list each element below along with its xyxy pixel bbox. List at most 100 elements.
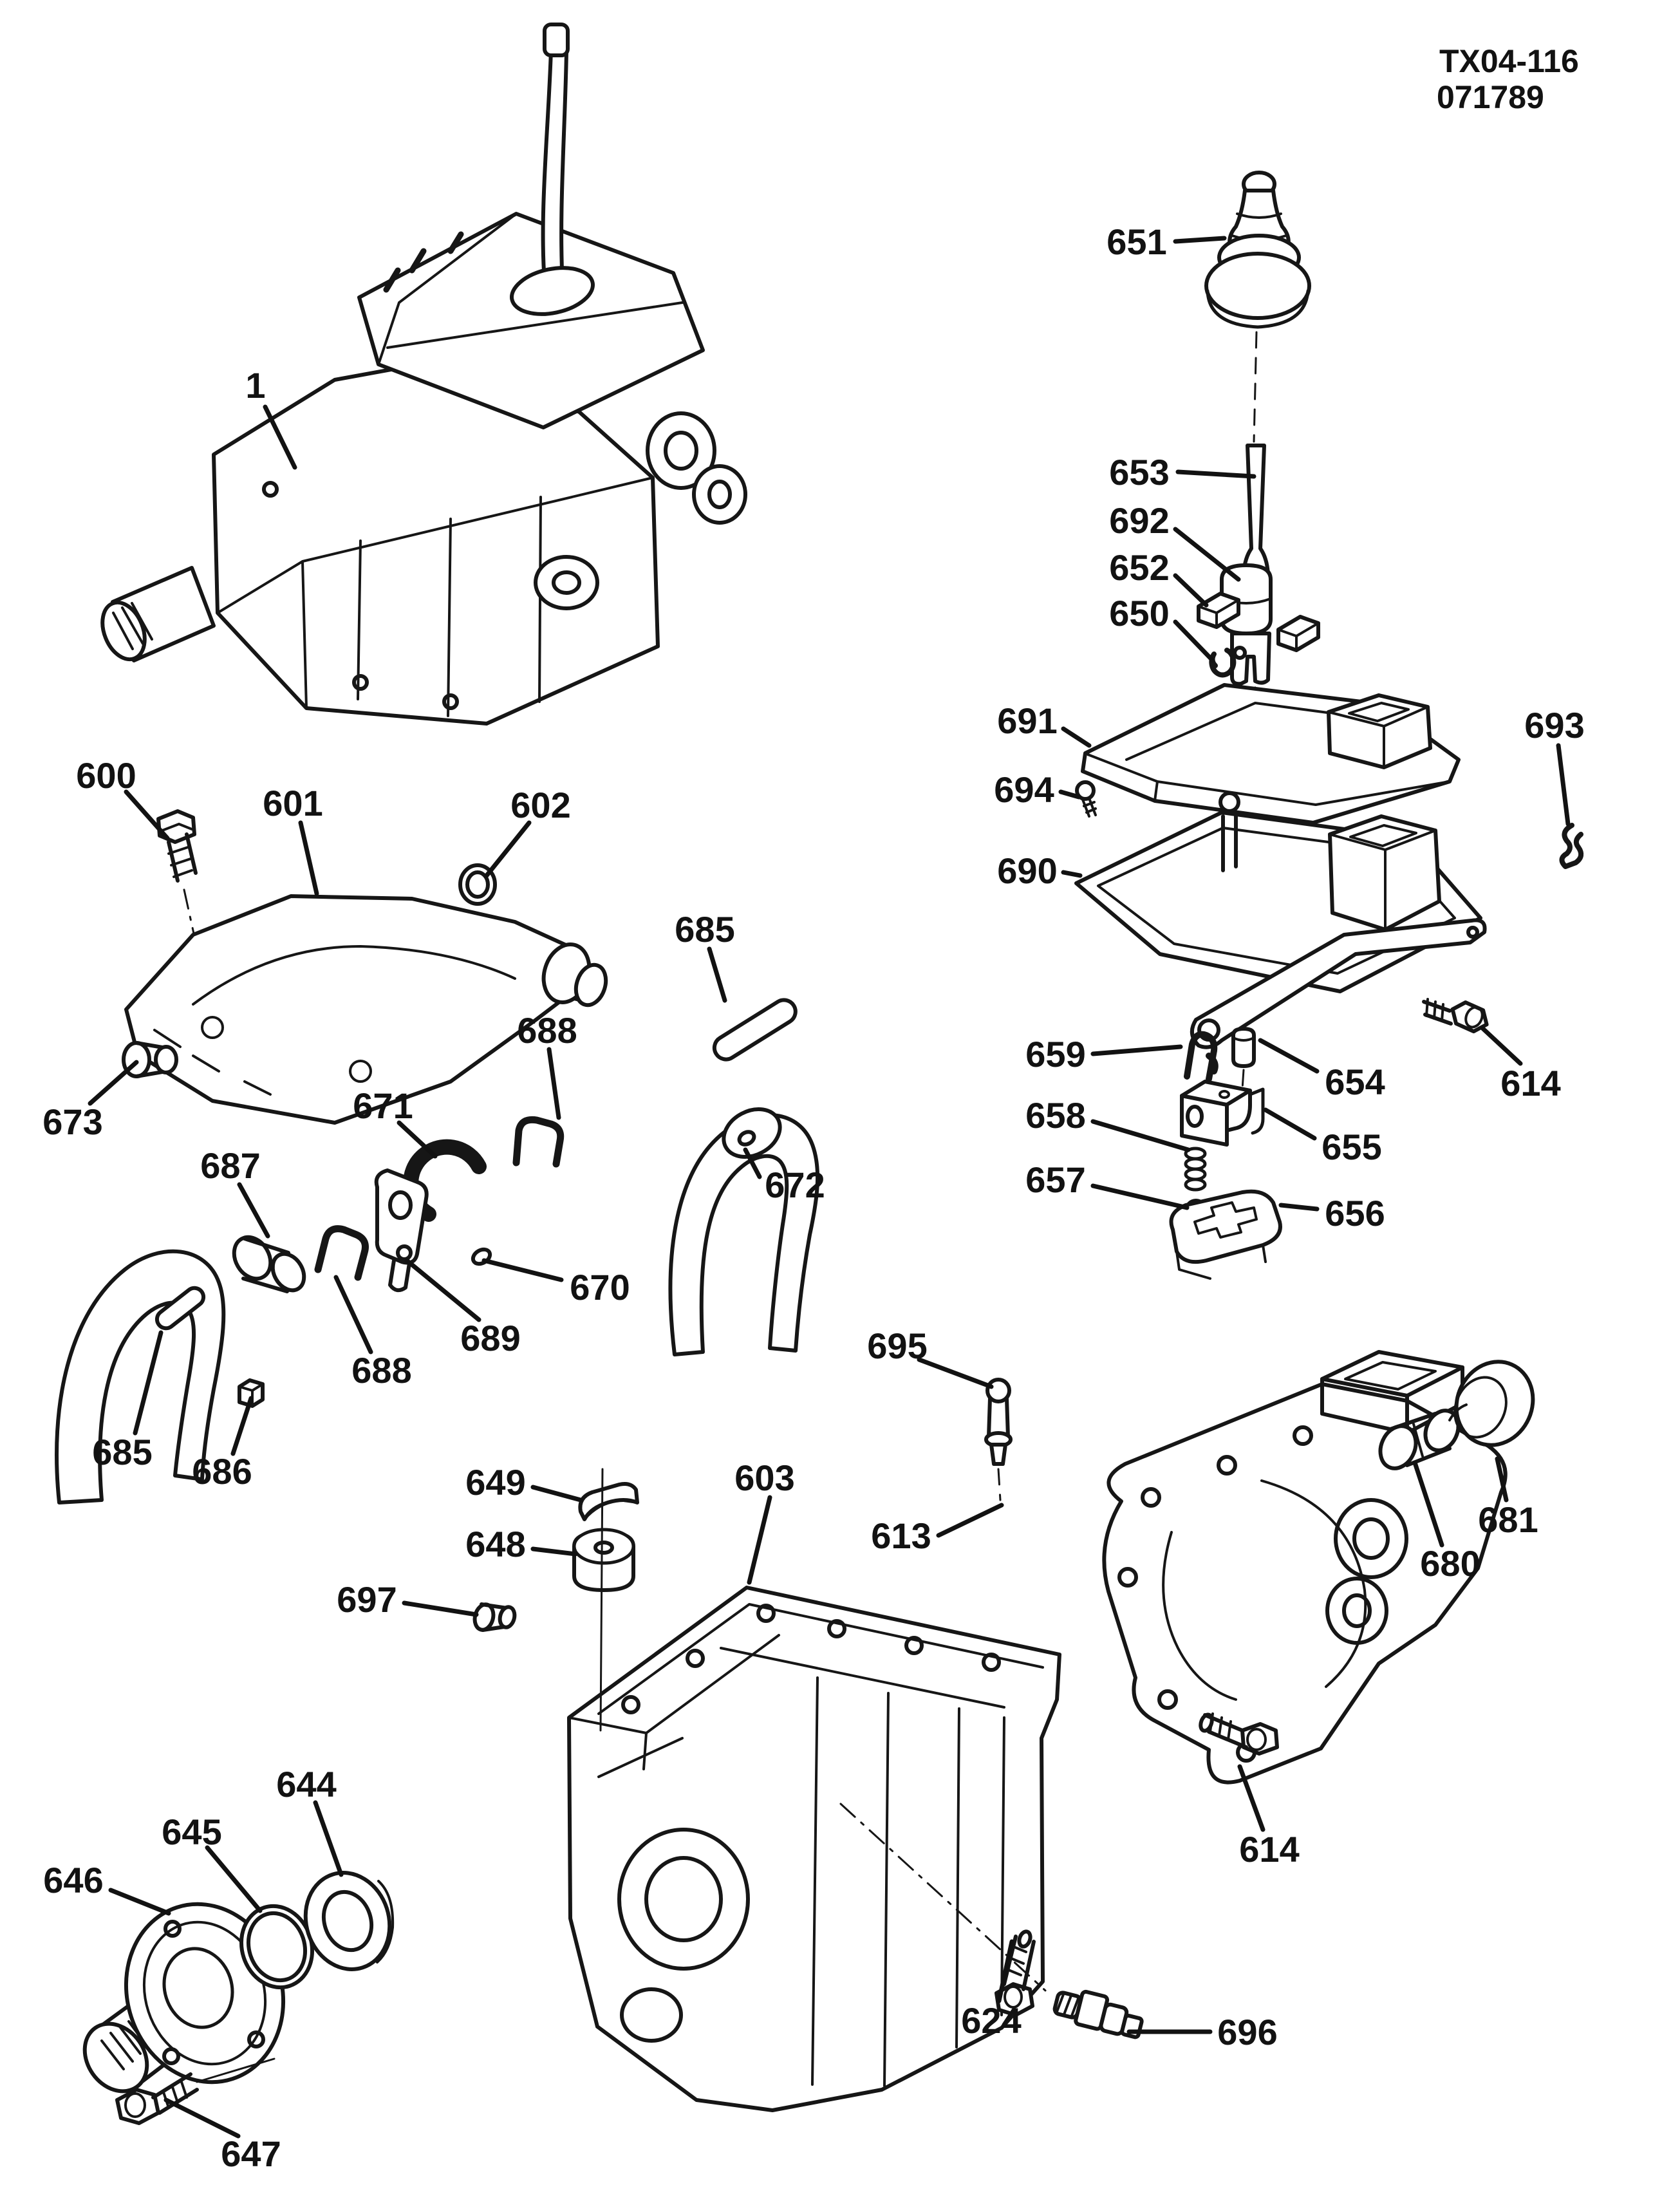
leader-line-693 bbox=[1556, 743, 1571, 827]
part-callout-686: 686 bbox=[192, 1451, 252, 1492]
leader-line-690 bbox=[1061, 870, 1083, 878]
leader-line-647 bbox=[163, 2097, 241, 2139]
part-callout-646: 646 bbox=[43, 1860, 103, 1900]
part-callout-644: 644 bbox=[276, 1764, 336, 1804]
bushing-648-drawing bbox=[572, 1528, 635, 1592]
leader-line-658 bbox=[1090, 1119, 1191, 1152]
leader-line-680 bbox=[1412, 1460, 1444, 1548]
pin-689-drawing bbox=[396, 1244, 413, 1261]
leader-line-624 bbox=[996, 1939, 1014, 2003]
part-callout-671: 671 bbox=[353, 1085, 413, 1126]
part-callout-655: 655 bbox=[1321, 1127, 1381, 1167]
part-callout-650: 650 bbox=[1109, 593, 1169, 633]
part-callout-692: 692 bbox=[1109, 500, 1169, 541]
leader-line-688a bbox=[546, 1047, 561, 1120]
part-callout-696: 696 bbox=[1217, 2012, 1277, 2052]
leader-line-650 bbox=[1173, 619, 1215, 663]
interlock-pivot-drawing bbox=[374, 1168, 429, 1293]
leader-line-686 bbox=[230, 1396, 254, 1456]
part-callout-602: 602 bbox=[510, 785, 570, 825]
part-callout-656: 656 bbox=[1325, 1193, 1385, 1233]
shift-cover-601-drawing bbox=[124, 894, 608, 1125]
leader-line-613 bbox=[936, 1503, 1004, 1538]
leader-line-603 bbox=[747, 1495, 772, 1585]
shift-fork-lower-drawing bbox=[55, 1249, 226, 1504]
title-block: TX04-116 071789 bbox=[1437, 43, 1579, 115]
drawing-date: 071789 bbox=[1437, 79, 1544, 115]
part-callout-685b: 685 bbox=[92, 1432, 152, 1472]
part-callout-600: 600 bbox=[76, 755, 136, 796]
part-callout-690: 690 bbox=[997, 850, 1057, 891]
part-callout-614a: 614 bbox=[1500, 1063, 1560, 1103]
clip-693-drawing bbox=[1559, 823, 1584, 869]
part-callout-651: 651 bbox=[1107, 221, 1166, 262]
part-callout-680: 680 bbox=[1420, 1543, 1480, 1584]
part-callout-659: 659 bbox=[1025, 1034, 1085, 1074]
part-callout-672: 672 bbox=[765, 1165, 825, 1205]
part-callout-648: 648 bbox=[465, 1524, 525, 1564]
selector-block-655-drawing bbox=[1180, 1080, 1265, 1147]
leader-line-652 bbox=[1173, 573, 1209, 608]
clip-688-upper-drawing bbox=[512, 1116, 565, 1168]
leader-line-694 bbox=[1058, 789, 1081, 800]
leader-line-691 bbox=[1061, 726, 1092, 748]
drawing-code: TX04-116 bbox=[1439, 43, 1579, 79]
part-callout-688b: 688 bbox=[351, 1350, 411, 1391]
seal-645-drawing bbox=[239, 1904, 315, 1990]
part-callout-685a: 685 bbox=[675, 909, 734, 950]
part-callout-670: 670 bbox=[570, 1267, 630, 1308]
part-callout-693: 693 bbox=[1524, 705, 1584, 745]
part-callout-649: 649 bbox=[465, 1462, 525, 1503]
hairpin-659-drawing bbox=[1184, 1031, 1219, 1082]
spacer-652-drawing bbox=[1197, 592, 1320, 652]
bolt-647-drawing bbox=[115, 2057, 276, 2125]
diagram-artwork bbox=[55, 23, 1584, 2125]
leader-line-646 bbox=[108, 1888, 171, 1916]
leader-line-644 bbox=[313, 1800, 344, 1877]
part-callout-697: 697 bbox=[337, 1579, 397, 1620]
leader-line-654 bbox=[1258, 1038, 1320, 1074]
part-callout-613: 613 bbox=[871, 1515, 931, 1556]
screw-694-drawing bbox=[1075, 780, 1097, 818]
clip-688-lower-drawing bbox=[314, 1225, 369, 1281]
leader-line-685a bbox=[707, 946, 727, 1003]
part-callout-654: 654 bbox=[1325, 1062, 1385, 1102]
roll-pin-685-lower-drawing bbox=[154, 1286, 206, 1331]
leader-line-672 bbox=[743, 1147, 762, 1179]
part-callout-689: 689 bbox=[460, 1318, 520, 1358]
shift-fork-672-drawing bbox=[668, 1107, 820, 1356]
centerline-624 bbox=[839, 1803, 1047, 1992]
leader-line-614a bbox=[1480, 1026, 1523, 1066]
bearing-644-drawing bbox=[303, 1871, 395, 1971]
leader-line-685b bbox=[133, 1330, 163, 1436]
part-callout-657: 657 bbox=[1025, 1159, 1085, 1200]
cover-691-drawing bbox=[1081, 683, 1461, 825]
part-callout-601: 601 bbox=[263, 783, 322, 823]
transmission-assembly-drawing bbox=[100, 23, 747, 726]
leader-line-645 bbox=[205, 1845, 263, 1913]
pin-695-drawing bbox=[984, 1378, 1013, 1501]
part-callout-691: 691 bbox=[997, 700, 1057, 741]
leader-line-656 bbox=[1278, 1203, 1320, 1212]
part-callout-687: 687 bbox=[200, 1145, 260, 1186]
leader-line-670 bbox=[481, 1258, 564, 1282]
part-callout-624: 624 bbox=[961, 2000, 1021, 2041]
leader-line-681 bbox=[1495, 1456, 1509, 1503]
leader-line-655 bbox=[1263, 1107, 1317, 1141]
centerline-648 bbox=[599, 1468, 604, 1732]
leader-line-673 bbox=[88, 1060, 139, 1106]
shift-boot-651-drawing bbox=[1204, 171, 1311, 443]
roll-pin-685-upper-drawing bbox=[712, 998, 798, 1062]
pin-654-drawing bbox=[1231, 1027, 1256, 1091]
spring-658-drawing bbox=[1184, 1147, 1207, 1192]
leader-line-692 bbox=[1173, 527, 1241, 582]
part-callout-603: 603 bbox=[734, 1457, 794, 1498]
part-callout-647: 647 bbox=[221, 2133, 281, 2174]
adapter-housing-613-drawing bbox=[1102, 1350, 1508, 1785]
plug-681-drawing bbox=[1448, 1360, 1535, 1447]
cover-690-drawing bbox=[1074, 791, 1482, 993]
leader-line-687 bbox=[237, 1182, 270, 1239]
